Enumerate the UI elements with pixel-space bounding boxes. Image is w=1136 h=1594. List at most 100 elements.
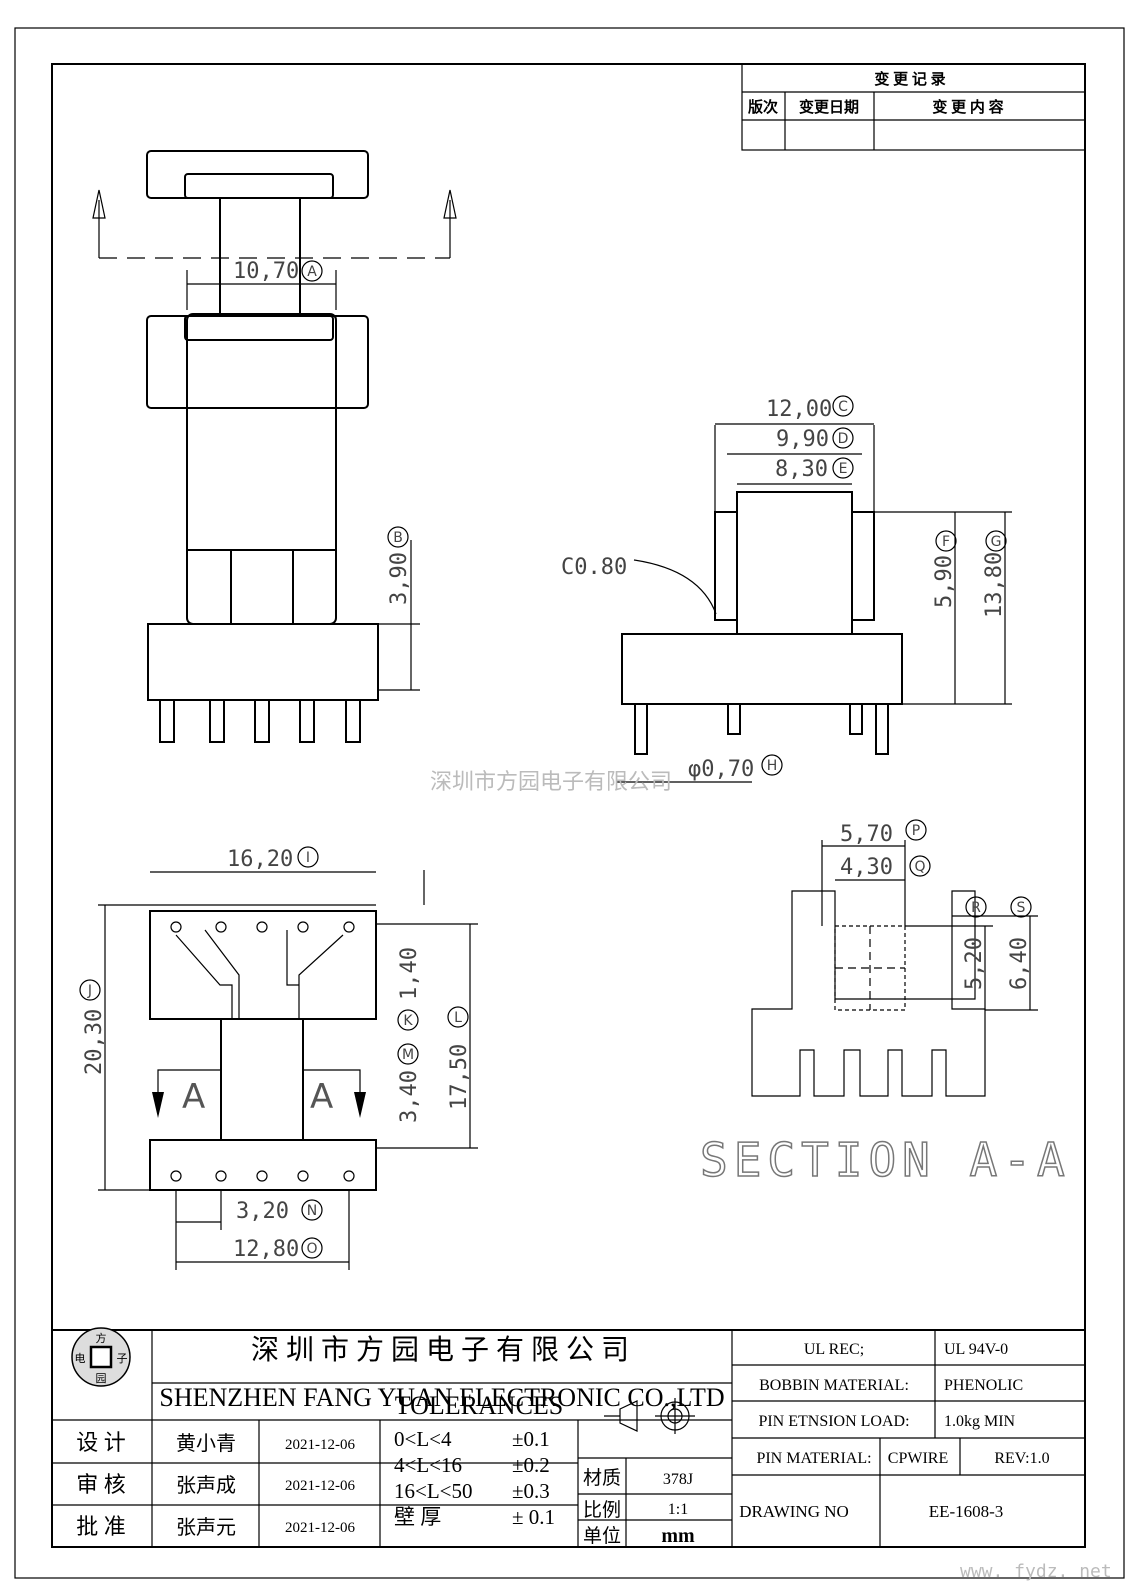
tol-range-1: 0<L<4 bbox=[394, 1427, 452, 1451]
logo-char-right: 子 bbox=[117, 1352, 128, 1365]
dim-o-tag: O bbox=[306, 1241, 317, 1257]
dim-e-value: 8,30 bbox=[775, 457, 828, 482]
dim-s-value: 6,40 bbox=[1007, 937, 1032, 990]
dim-f-tag: F bbox=[942, 534, 950, 550]
section-view: 5,70 P 4,30 Q 5,20 R 6,40 S SECTION A-A bbox=[699, 819, 1071, 1188]
revision-table: 变 更 记 录 版次 变更日期 变 更 内 容 bbox=[741, 63, 1086, 151]
pin-material-value: CPWIRE bbox=[888, 1450, 948, 1467]
dim-m-value: 3,40 bbox=[397, 1070, 422, 1123]
dim-b-tag: B bbox=[393, 530, 403, 546]
company-name-en: SHENZHEN FANG YUAN ELECTRONIC CO.,LTD bbox=[159, 1383, 724, 1412]
tol-range-3: 16<L<50 bbox=[394, 1479, 473, 1503]
dim-n-tag: N bbox=[307, 1203, 317, 1219]
dim-p-tag: P bbox=[912, 823, 920, 839]
row-role-review: 审 核 bbox=[76, 1472, 126, 1497]
dim-n-value: 3,20 bbox=[236, 1199, 289, 1224]
material-label: 材质 bbox=[583, 1467, 621, 1489]
pin-tension-label: PIN ETNSION LOAD: bbox=[758, 1413, 909, 1430]
dim-k-value: 1,40 bbox=[397, 947, 422, 1000]
front-view: 10,70 A 3,90 B bbox=[147, 259, 420, 743]
dim-m-tag: M bbox=[402, 1047, 414, 1063]
dim-c-tag: C bbox=[838, 399, 848, 415]
dim-o-value: 12,80 bbox=[233, 1237, 299, 1262]
scale-value: 1:1 bbox=[668, 1501, 688, 1518]
row-name-review: 张声成 bbox=[176, 1474, 236, 1497]
tolerances-title: TOLERANCES bbox=[395, 1391, 564, 1420]
revision-col-content: 变 更 内 容 bbox=[932, 98, 1003, 116]
dim-a-value: 10,70 bbox=[233, 259, 299, 284]
footer-watermark: www. fydz. net bbox=[960, 1561, 1112, 1582]
inner-border bbox=[51, 63, 1086, 1548]
ul-rec-label: UL REC; bbox=[804, 1341, 864, 1358]
logo-char-top: 方 bbox=[96, 1331, 107, 1345]
side-view: 12,00 C 9,90 D 8,30 E C0.80 5,90 F 13,80… bbox=[561, 395, 1012, 783]
dim-f-value: 5,90 bbox=[932, 555, 957, 608]
company-logo: 方 电 子 园 bbox=[71, 1327, 131, 1387]
material-value: 378J bbox=[663, 1471, 693, 1488]
dim-p-value: 5,70 bbox=[840, 822, 893, 847]
dim-i-value: 16,20 bbox=[227, 847, 293, 872]
section-mark-right: A bbox=[310, 1077, 333, 1117]
unit-value: mm bbox=[661, 1525, 695, 1547]
dim-l-tag: L bbox=[454, 1010, 462, 1026]
dim-a-tag: A bbox=[307, 264, 317, 280]
title-block: 方 电 子 园 深 圳 市 方 园 电 子 有 限 公 司 SHENZHEN F… bbox=[51, 1327, 1086, 1548]
dim-q-tag: Q bbox=[914, 859, 925, 875]
drawing-no-label: DRAWING NO bbox=[739, 1502, 849, 1521]
dim-d-tag: D bbox=[838, 431, 849, 447]
revision-title: 变 更 记 录 bbox=[874, 70, 945, 88]
tol-value-2: ±0.2 bbox=[512, 1453, 550, 1477]
section-label: SECTION A-A bbox=[700, 1133, 1071, 1187]
dim-g-value: 13,80 bbox=[982, 552, 1007, 618]
row-date-review: 2021-12-06 bbox=[285, 1478, 355, 1494]
unit-label: 单位 bbox=[583, 1525, 621, 1547]
row-role-approve: 批 准 bbox=[76, 1514, 126, 1539]
dim-j-tag: J bbox=[87, 983, 92, 999]
bobbin-material-value: PHENOLIC bbox=[944, 1377, 1023, 1394]
dim-s-tag: S bbox=[1017, 900, 1026, 916]
logo-char-bottom: 园 bbox=[96, 1372, 107, 1385]
chamfer-label: C0.80 bbox=[561, 555, 627, 580]
dim-k-tag: K bbox=[403, 1013, 413, 1029]
tol-value-3: ±0.3 bbox=[512, 1479, 550, 1503]
tol-range-4: 壁 厚 bbox=[394, 1505, 441, 1529]
dim-r-tag: R bbox=[971, 900, 981, 916]
row-date-approve: 2021-12-06 bbox=[285, 1520, 355, 1536]
section-mark-left: A bbox=[182, 1077, 205, 1117]
tol-value-4: ± 0.1 bbox=[512, 1505, 555, 1529]
top-view bbox=[92, 150, 457, 409]
section-arrow-right bbox=[443, 189, 457, 258]
dim-g-tag: G bbox=[991, 534, 1002, 550]
dim-h-tag: H bbox=[767, 758, 778, 774]
bottom-view: A A 16,20 I 20,30 J 1,40 K 17,50 L 3,40 … bbox=[79, 846, 478, 1270]
dim-b-value: 3,90 bbox=[387, 552, 412, 605]
tol-range-2: 4<L<16 bbox=[394, 1453, 462, 1477]
row-role-design: 设 计 bbox=[76, 1430, 126, 1455]
dim-r-value: 5,20 bbox=[962, 937, 987, 990]
dim-e-tag: E bbox=[839, 461, 848, 477]
rev-label: REV:1.0 bbox=[994, 1450, 1049, 1467]
dim-q-value: 4,30 bbox=[840, 855, 893, 880]
bobbin-material-label: BOBBIN MATERIAL: bbox=[759, 1377, 909, 1394]
dim-i-tag: I bbox=[306, 850, 310, 866]
row-name-approve: 张声元 bbox=[176, 1516, 236, 1539]
pin-material-label: PIN MATERIAL: bbox=[756, 1450, 871, 1467]
chamfer-leader bbox=[633, 559, 717, 615]
drawing-no-value: EE-1608-3 bbox=[929, 1502, 1004, 1521]
row-name-design: 黄小青 bbox=[176, 1432, 236, 1455]
logo-char-left: 电 bbox=[75, 1352, 86, 1365]
revision-col-version: 版次 bbox=[748, 98, 778, 116]
revision-col-date: 变更日期 bbox=[799, 98, 859, 116]
row-date-design: 2021-12-06 bbox=[285, 1437, 355, 1453]
center-watermark: 深圳市方园电子有限公司 bbox=[430, 769, 672, 794]
outer-border bbox=[14, 27, 1125, 1579]
company-name-cn: 深 圳 市 方 园 电 子 有 限 公 司 bbox=[251, 1334, 629, 1366]
dim-l-value: 17,50 bbox=[447, 1044, 472, 1110]
scale-label: 比例 bbox=[583, 1499, 621, 1521]
tol-value-1: ±0.1 bbox=[512, 1427, 550, 1451]
dim-c-value: 12,00 bbox=[766, 397, 832, 422]
dim-h-value: φ0,70 bbox=[688, 757, 754, 782]
dim-j-value: 20,30 bbox=[82, 1009, 107, 1075]
ul-rec-value: UL 94V-0 bbox=[944, 1341, 1008, 1358]
